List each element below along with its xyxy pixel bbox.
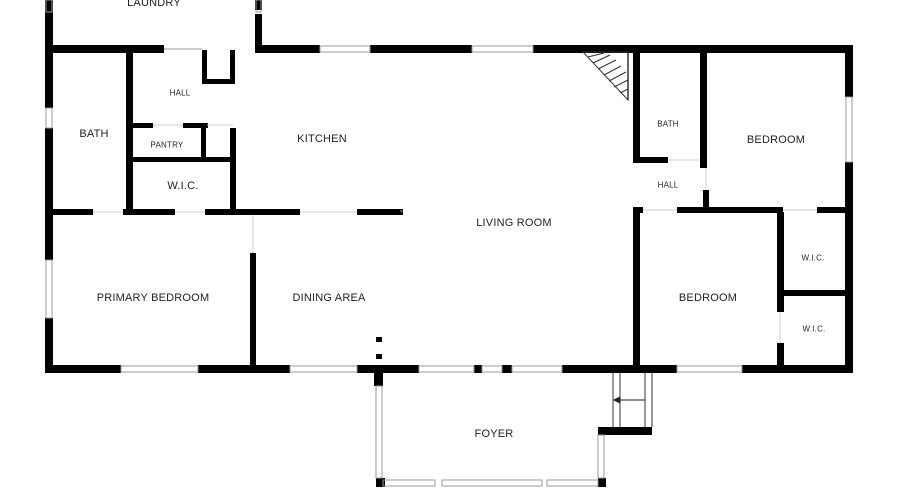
windows <box>45 0 853 487</box>
room-label-wic-left: W.I.C. <box>167 180 199 192</box>
stairs-icon <box>581 51 629 102</box>
room-label-wic-right-lower: W.I.C. <box>802 324 826 334</box>
room-label-living-room: LIVING ROOM <box>476 217 552 229</box>
room-label-bath-left: BATH <box>79 128 109 140</box>
room-label-hall-upper: HALL <box>169 88 191 98</box>
foyer-walls <box>374 368 652 487</box>
room-label-hall-right: HALL <box>657 180 679 190</box>
exterior-walls <box>45 0 853 373</box>
room-label-bedroom-lower: BEDROOM <box>678 292 738 304</box>
room-label-pantry: PANTRY <box>150 140 184 150</box>
room-label-wic-right-upper: W.I.C. <box>801 253 825 263</box>
openings <box>93 124 817 343</box>
arrow-left-icon <box>612 396 645 404</box>
room-label-kitchen: KITCHEN <box>297 133 347 145</box>
room-label-bath-right: BATH <box>657 119 679 129</box>
room-label-dining-area: DINING AREA <box>292 292 366 304</box>
room-label-primary-bedroom: PRIMARY BEDROOM <box>96 292 210 304</box>
interior-walls <box>53 50 847 369</box>
room-label-bedroom-upper: BEDROOM <box>746 134 806 146</box>
laundry-walls <box>255 0 262 49</box>
room-label-laundry: LAUNDRY <box>127 0 181 9</box>
room-label-foyer: FOYER <box>474 428 514 440</box>
